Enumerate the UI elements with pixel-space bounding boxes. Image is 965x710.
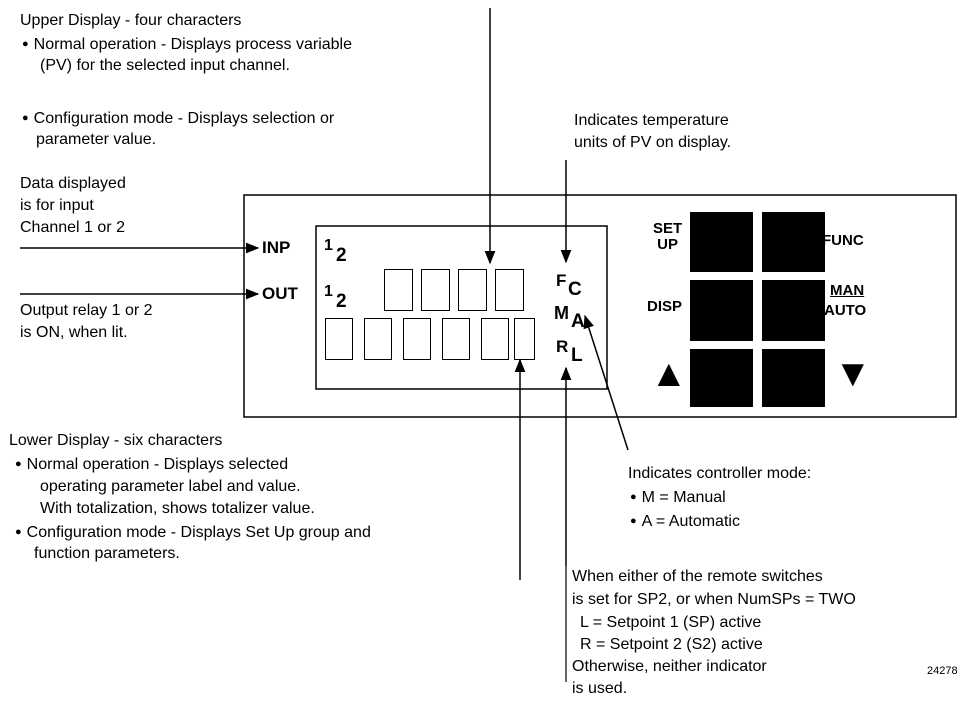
remote-line2: is set for SP2, or when NumSPs = TWO: [572, 591, 856, 608]
up-key[interactable]: [690, 349, 753, 407]
lower-digit-1: [325, 318, 353, 360]
upper-config-line2: parameter value.: [36, 131, 157, 148]
upper-config-line1: Configuration mode - Displays selection …: [22, 107, 335, 130]
setup-key-label-line1: SET: [653, 220, 683, 237]
lower-display-title: Lower Display - six characters: [9, 432, 223, 449]
auto-key-label: AUTO: [824, 302, 867, 319]
input-note-line1: Data displayed: [20, 175, 126, 192]
man-key-label: MAN: [830, 282, 865, 299]
disp-key-label: DISP: [647, 298, 683, 315]
out-relay-1: 1: [324, 283, 333, 300]
up-arrow-icon: ▲: [650, 353, 688, 395]
upper-digit-3: [458, 269, 487, 311]
lower-digit-2: [364, 318, 392, 360]
inp-channel-1: 1: [324, 237, 333, 254]
lower-normal-line3: With totalization, shows totalizer value…: [40, 500, 315, 517]
lower-normal-line1: Normal operation - Displays selected: [15, 453, 288, 476]
remote-line6: is used.: [572, 680, 628, 697]
remote-line3: L = Setpoint 1 (SP) active: [580, 614, 762, 631]
out-label: OUT: [262, 284, 298, 303]
down-key[interactable]: [762, 349, 825, 407]
lower-digit-3: [403, 318, 431, 360]
setup-key-label: SET UP: [653, 221, 682, 253]
upper-normal-line1: Normal operation - Displays process vari…: [22, 33, 352, 56]
lower-config-line1: Configuration mode - Displays Set Up gro…: [15, 521, 371, 544]
celsius-indicator: C: [568, 279, 582, 300]
controller-housing: [243, 194, 957, 418]
local-indicator: L: [571, 345, 583, 366]
inp-label: INP: [262, 238, 291, 257]
down-arrow-icon: ▼: [834, 353, 872, 395]
upper-digit-4: [495, 269, 524, 311]
upper-normal-line2: (PV) for the selected input channel.: [40, 57, 290, 74]
inp-channel-2: 2: [336, 245, 347, 266]
manual-indicator: M: [554, 303, 569, 323]
input-note-line2: is for input: [20, 197, 94, 214]
auto-indicator: A: [571, 311, 585, 332]
lower-digit-6: [514, 318, 535, 360]
func-key[interactable]: [762, 212, 825, 272]
output-note-line2: is ON, when lit.: [20, 324, 128, 341]
temp-units-line1: Indicates temperature: [574, 112, 729, 129]
lower-digit-4: [442, 318, 470, 360]
disp-key[interactable]: [690, 280, 753, 341]
func-key-label: FUNC: [822, 232, 864, 249]
remote-indicator: R: [556, 337, 569, 356]
fahrenheit-indicator: F: [556, 271, 567, 290]
mode-item-auto: A = Automatic: [630, 510, 740, 533]
mode-item-manual: M = Manual: [630, 486, 726, 509]
man-auto-key[interactable]: [762, 280, 825, 341]
setup-key[interactable]: [690, 212, 753, 272]
display-window: [315, 225, 608, 390]
temp-units-line2: units of PV on display.: [574, 134, 732, 151]
lower-digit-5: [481, 318, 509, 360]
lower-config-line2: function parameters.: [34, 545, 180, 562]
mode-leader: [583, 314, 629, 451]
input-note-line3: Channel 1 or 2: [20, 219, 125, 236]
upper-digit-2: [421, 269, 450, 311]
remote-line1: When either of the remote switches: [572, 568, 823, 585]
mode-title: Indicates controller mode:: [628, 465, 812, 482]
lower-normal-line2: operating parameter label and value.: [40, 478, 301, 495]
out-relay-2: 2: [336, 291, 347, 312]
setup-key-label-line2: UP: [657, 236, 679, 253]
remote-line4: R = Setpoint 2 (S2) active: [580, 636, 763, 653]
upper-display-title: Upper Display - four characters: [20, 12, 242, 29]
output-note-line1: Output relay 1 or 2: [20, 302, 153, 319]
remote-line5: Otherwise, neither indicator: [572, 658, 767, 675]
upper-digit-1: [384, 269, 413, 311]
figure-number: 24278: [927, 665, 958, 677]
